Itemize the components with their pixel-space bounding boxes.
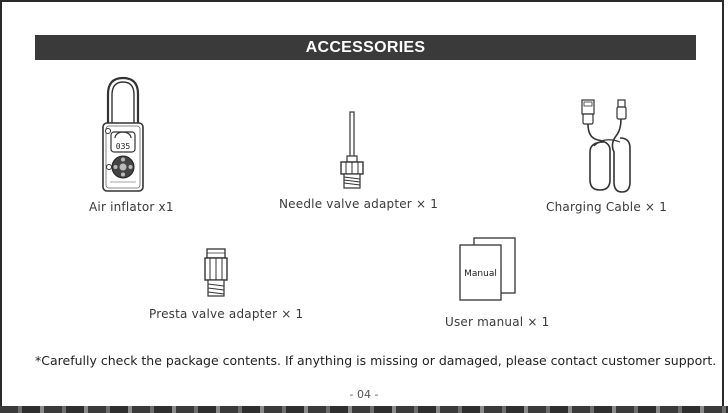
bottom-edge-strip bbox=[0, 406, 728, 413]
section-title: ACCESSORIES bbox=[306, 39, 426, 57]
package-note: *Carefully check the package contents. I… bbox=[35, 353, 716, 368]
needle-valve-illustration bbox=[338, 112, 366, 192]
charging-cable-item bbox=[580, 98, 638, 194]
air-inflator-illustration: 035 bbox=[100, 76, 146, 194]
presta-valve-item bbox=[203, 248, 229, 298]
needle-valve-item bbox=[338, 112, 366, 192]
user-manual-illustration: Manual bbox=[457, 236, 519, 302]
page: ACCESSORIES 035 Air inflator x1 bbox=[0, 0, 724, 406]
section-title-bar: ACCESSORIES bbox=[35, 35, 696, 60]
user-manual-item: Manual bbox=[457, 236, 519, 302]
manual-cover-text: Manual bbox=[464, 269, 497, 279]
user-manual-label: User manual × 1 bbox=[445, 315, 549, 329]
presta-valve-illustration bbox=[203, 248, 229, 298]
charging-cable-illustration bbox=[580, 98, 638, 194]
charging-cable-label: Charging Cable × 1 bbox=[546, 200, 667, 214]
air-inflator-item: 035 bbox=[100, 76, 146, 194]
page-number: - 04 - bbox=[2, 388, 726, 401]
air-inflator-label: Air inflator x1 bbox=[89, 200, 174, 214]
presta-valve-label: Presta valve adapter × 1 bbox=[149, 307, 303, 321]
needle-valve-label: Needle valve adapter × 1 bbox=[279, 197, 438, 211]
inflator-display-value: 035 bbox=[116, 142, 131, 151]
